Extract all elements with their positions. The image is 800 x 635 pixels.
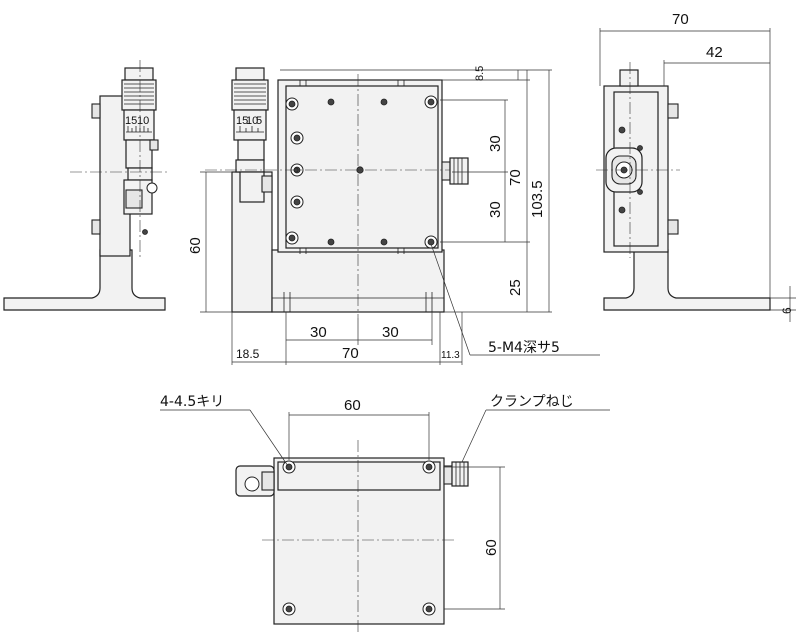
dim-70-right: 70: [507, 169, 524, 186]
mic-num-5: 5: [256, 115, 262, 127]
callout-clamp-screw: クランプねじ: [490, 394, 574, 410]
left-side-view: 15 10: [3, 60, 170, 311]
mic-num-10: 10: [246, 115, 258, 127]
dim-25: 25: [507, 279, 524, 296]
right-side-view: [596, 62, 771, 311]
dim-30-lower: 30: [487, 201, 504, 218]
dim-11-3: 11.3: [441, 350, 460, 361]
dim-30-upper: 30: [487, 135, 504, 152]
dim-8-5: 8.5: [474, 66, 486, 81]
front-view: 15 10 5: [205, 67, 469, 318]
mic-num-10-left: 10: [137, 115, 149, 127]
dim-30-bottom-right: 30: [382, 324, 399, 341]
dim-plan-60-top: 60: [344, 397, 361, 414]
right-view-dimensions: 70 42 6: [599, 11, 796, 322]
dim-6: 6: [780, 307, 794, 314]
dim-103-5: 103.5: [529, 180, 546, 218]
dim-plan-60-right: 60: [483, 539, 500, 556]
mic-num-15-left: 15: [125, 115, 137, 127]
front-view-dimensions: 8.5 30 30 70 103.5 25 60 30 30 18.5 70 1…: [187, 66, 600, 365]
dim-42-top: 42: [706, 44, 723, 61]
plan-view-dimensions: 60 60 4-4.5キリ クランプねじ: [160, 394, 610, 610]
dim-70-top: 70: [672, 11, 689, 28]
callout-through-holes: 4-4.5キリ: [160, 394, 224, 410]
dim-18-5: 18.5: [236, 347, 260, 361]
mic-num-15: 15: [236, 115, 248, 127]
plan-view: [235, 440, 469, 632]
dim-60-left: 60: [187, 237, 204, 254]
dim-30-bottom-left: 30: [310, 324, 327, 341]
callout-tapped-holes: 5-M4深サ5: [488, 340, 560, 356]
dim-70-bottom: 70: [342, 345, 359, 362]
